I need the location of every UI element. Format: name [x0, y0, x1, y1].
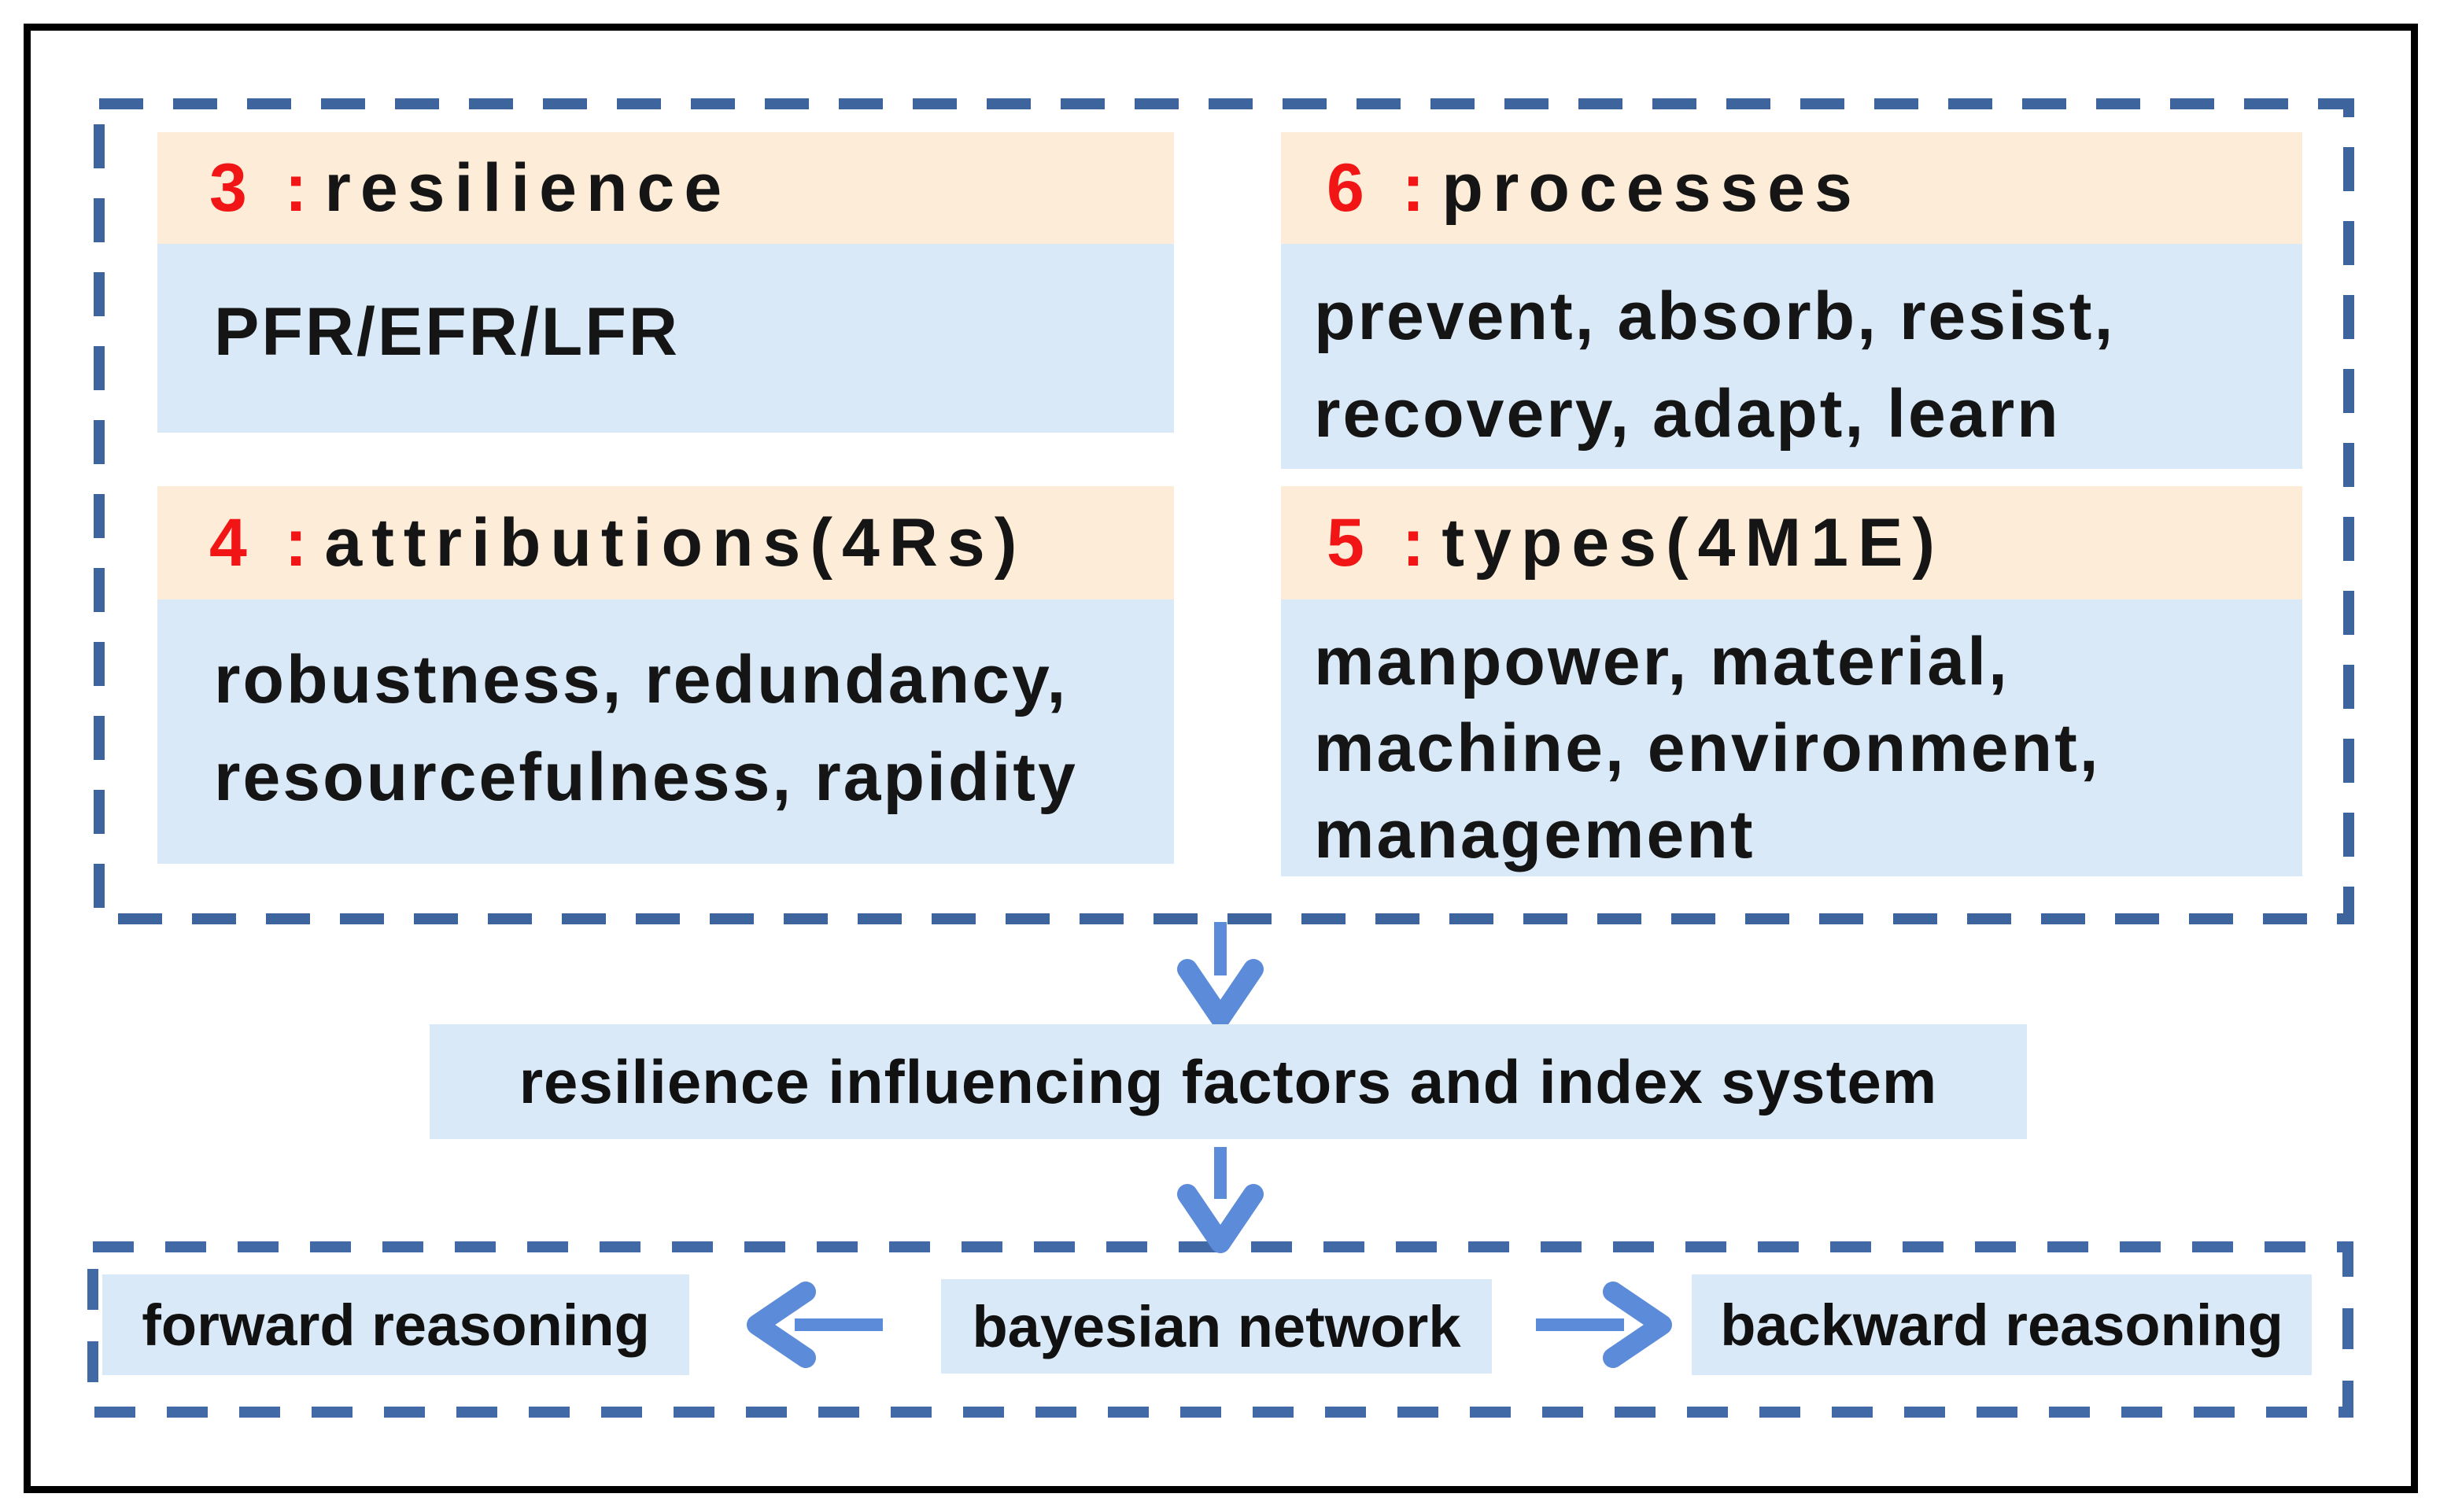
forward-reasoning-box: forward reasoning: [102, 1274, 689, 1375]
bayesian-network-label: bayesian network: [972, 1293, 1461, 1359]
resilience-box-title: resilience: [324, 149, 732, 226]
body-line: recovery, adapt, learn: [1314, 376, 2061, 452]
processes-box-number: 6 :: [1327, 149, 1434, 226]
processes-box-header: 6 : processes: [1281, 132, 2302, 244]
outer-border: [24, 24, 2418, 1493]
types-box-number: 5 :: [1327, 504, 1434, 581]
body-line: robustness, redundancy,: [214, 642, 1069, 717]
resilience-box-body: PFR/EFR/LFR: [157, 244, 1174, 433]
body-line: PFR/EFR/LFR: [214, 294, 680, 370]
types-box-header: 5 : types(4M1E): [1281, 486, 2302, 599]
body-line: prevent, absorb, resist,: [1314, 278, 2116, 354]
processes-box-body: prevent, absorb, resist, recovery, adapt…: [1281, 244, 2302, 469]
body-line: management: [1314, 797, 1755, 872]
attributions-box-number: 4 :: [209, 504, 317, 581]
resilience-box-number: 3 :: [209, 149, 317, 226]
body-line: resourcefulness, rapidity: [214, 739, 1078, 815]
attributions-box-title: attributions(4Rs): [324, 504, 1027, 581]
body-line: manpower, material,: [1314, 624, 2010, 699]
resilience-box-header: 3 : resilience: [157, 132, 1174, 244]
attributions-box-body: robustness, redundancy, resourcefulness,…: [157, 599, 1174, 864]
index-system-label: resilience influencing factors and index…: [519, 1046, 1938, 1116]
types-box-title: types(4M1E): [1441, 504, 1944, 581]
backward-reasoning-label: backward reasoning: [1720, 1292, 2283, 1358]
processes-box-title: processes: [1441, 149, 1862, 226]
attributions-box-header: 4 : attributions(4Rs): [157, 486, 1174, 599]
backward-reasoning-box: backward reasoning: [1692, 1274, 2312, 1375]
index-system-label-box: resilience influencing factors and index…: [430, 1024, 2027, 1139]
types-box-body: manpower, material, machine, environment…: [1281, 599, 2302, 876]
forward-reasoning-label: forward reasoning: [142, 1292, 650, 1358]
bayesian-network-box: bayesian network: [941, 1279, 1492, 1374]
body-line: machine, environment,: [1314, 710, 2101, 786]
